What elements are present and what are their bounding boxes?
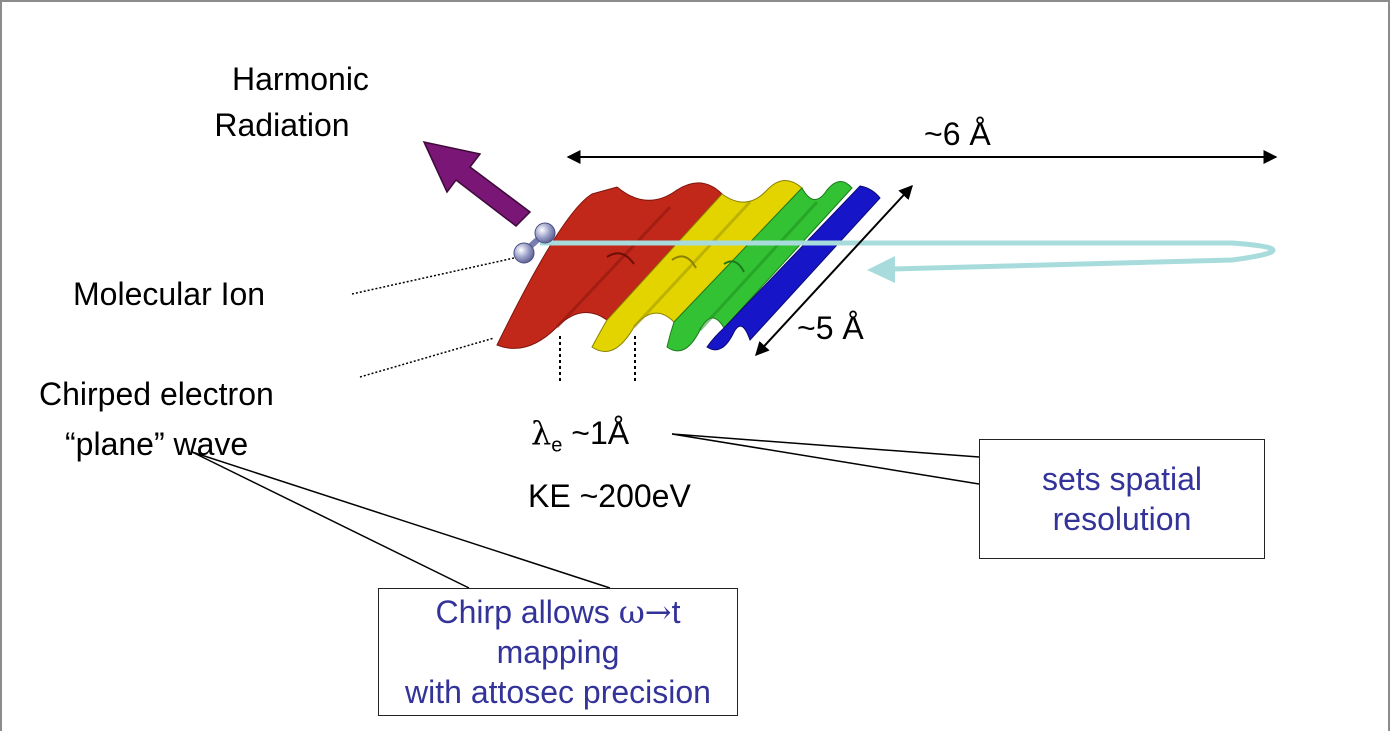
chirped-label-line2: “plane” wave	[65, 426, 249, 462]
wavelength-subscript: e	[551, 434, 563, 457]
electron-trajectory	[540, 240, 1276, 272]
wave-band-red	[496, 182, 723, 349]
depth-dimension-arrow	[755, 184, 913, 357]
molecular-ion-leader	[351, 257, 515, 295]
chirped-wave-leader	[359, 337, 495, 378]
molecular-ion-label: Molecular Ion	[73, 276, 266, 312]
wavelength-value: ~1Å	[562, 415, 630, 451]
chirp-callout-text-a: Chirp allows	[435, 594, 619, 630]
arrow-symbol: →	[644, 593, 672, 631]
harmonic-label-line1: Harmonic	[232, 61, 369, 97]
chirped-label-line1: Chirped electron	[39, 376, 274, 412]
kinetic-energy-label: KE ~200eV	[528, 478, 691, 514]
chirp-callout-pointer	[191, 451, 611, 589]
radiation-arrow	[422, 140, 532, 227]
harmonic-label-line2: Radiation	[214, 107, 350, 143]
omega-symbol: ω	[618, 593, 645, 631]
width-dimension-label: ~6 Å	[924, 116, 991, 152]
lambda-symbol: λ	[531, 414, 552, 452]
wave-band-yellow	[591, 180, 803, 352]
spatial-callout-pointer	[671, 433, 980, 485]
chirp-callout-text-b: t mapping	[496, 594, 681, 670]
molecular-ion	[513, 222, 556, 264]
spatial-callout-line1: sets spatial	[1041, 461, 1203, 497]
chirp-callout-line1: Chirp allows ω→t mapping	[379, 592, 737, 672]
trajectory-arrowhead	[867, 256, 895, 283]
chirp-callout-line2: with attosec precision	[405, 674, 711, 710]
spatial-callout-line2: resolution	[1052, 501, 1192, 537]
chirp-mapping-callout: Chirp allows ω→t mapping with attosec pr…	[378, 588, 738, 716]
depth-dimension-label: ~5 Å	[797, 310, 864, 346]
spatial-resolution-callout: sets spatial resolution	[979, 439, 1265, 559]
wavelength-label: λe ~1Å	[531, 414, 629, 464]
